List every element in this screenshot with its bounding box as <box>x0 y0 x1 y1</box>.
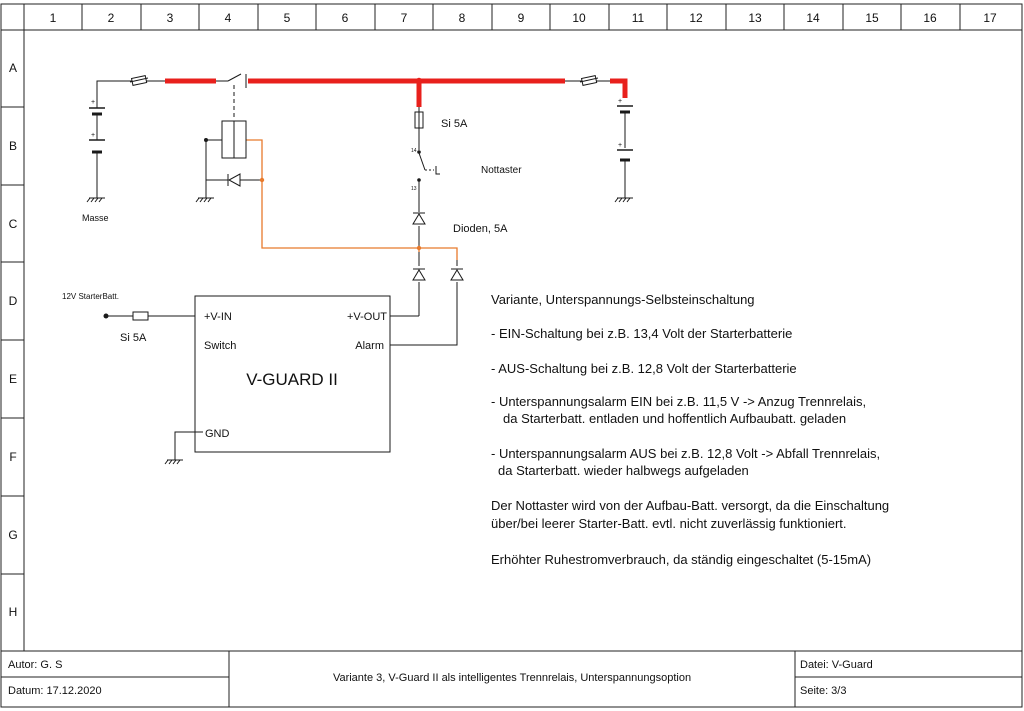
label-dioden: Dioden, 5A <box>453 223 508 235</box>
freewheel-diode-icon <box>227 173 241 187</box>
device-alarm-label: Alarm <box>355 340 384 352</box>
svg-text:+: + <box>91 132 95 139</box>
row-label: G <box>8 528 17 542</box>
note-nottaster-1: Der Nottaster wird von der Aufbau-Batt. … <box>491 498 889 513</box>
note-ein: - EIN-Schaltung bei z.B. 13,4 Volt der S… <box>491 326 792 341</box>
column-label: 16 <box>923 11 937 25</box>
column-label: 14 <box>806 11 820 25</box>
note-alarm-aus-1: - Unterspannungsalarm AUS bei z.B. 12,8 … <box>491 446 880 461</box>
note-ruhestrom: Erhöhter Ruhestromverbrauch, da ständig … <box>491 552 871 567</box>
power-line <box>165 78 628 107</box>
column-label: 12 <box>689 11 703 25</box>
note-title: Variante, Unterspannungs-Selbsteinschalt… <box>491 292 755 307</box>
note-alarm-ein-1: - Unterspannungsalarm EIN bei z.B. 11,5 … <box>491 394 866 409</box>
row-label: B <box>9 139 17 153</box>
column-label: 6 <box>342 11 349 25</box>
junction-dot <box>259 177 265 183</box>
row-label: D <box>9 294 18 308</box>
signal-wiring <box>246 139 458 260</box>
note-alarm-aus-2: da Starterbatt. wieder halbwegs aufgelad… <box>498 463 749 478</box>
wiring <box>96 80 626 460</box>
relay-contact-icon <box>227 73 247 118</box>
drawing-frame <box>0 3 1023 708</box>
row-label: C <box>9 217 18 231</box>
note-alarm-ein-2: da Starterbatt. entladen und hoffentlich… <box>503 411 846 426</box>
diode-icon <box>450 268 464 281</box>
junction-dot <box>204 138 208 142</box>
label-batt12v: 12V StarterBatt. <box>62 292 119 301</box>
label-fuse-left: Si 5A <box>120 332 147 344</box>
column-label: 13 <box>748 11 762 25</box>
column-label: 5 <box>284 11 291 25</box>
column-label: 7 <box>401 11 408 25</box>
svg-text:14: 14 <box>411 148 417 154</box>
svg-text:+: + <box>618 142 622 149</box>
footer-datei: Datei: V-Guard <box>800 659 873 671</box>
note-aus: - AUS-Schaltung bei z.B. 12,8 Volt der S… <box>491 361 797 376</box>
svg-text:+: + <box>91 99 95 106</box>
column-label: 9 <box>518 11 525 25</box>
column-label: 2 <box>108 11 115 25</box>
note-nottaster-2: über/bei leerer Starter-Batt. evtl. nich… <box>491 516 847 531</box>
row-label: A <box>9 61 17 75</box>
column-label: 1 <box>50 11 57 25</box>
battery-icon <box>617 105 633 165</box>
ground-icon <box>86 197 105 203</box>
junction-dot <box>415 77 423 85</box>
junction-dots <box>259 177 422 251</box>
column-label: 10 <box>572 11 586 25</box>
label-fuse-top: Si 5A <box>441 118 468 130</box>
junction-dot <box>416 245 422 251</box>
ground-icon <box>164 459 183 465</box>
column-label: 15 <box>865 11 879 25</box>
label-nottaster: Nottaster <box>481 165 522 176</box>
column-label: 4 <box>225 11 232 25</box>
v-guard-module <box>194 295 391 453</box>
fuse-icon <box>579 75 599 86</box>
fuse-icon <box>132 311 149 321</box>
column-labels: 1 2 3 4 5 6 7 8 9 10 11 12 13 14 15 16 1… <box>50 11 997 25</box>
device-switch-label: Switch <box>204 340 236 352</box>
device-vin-label: +V-IN <box>204 311 232 323</box>
footer-seite: Seite: 3/3 <box>800 685 846 697</box>
footer-datum: Datum: 17.12.2020 <box>8 685 102 697</box>
terminal-dot <box>103 313 109 319</box>
diode-icon <box>412 212 426 225</box>
column-label: 3 <box>167 11 174 25</box>
column-label: 11 <box>632 11 645 25</box>
device-gnd-label: GND <box>205 428 230 440</box>
row-label: H <box>9 605 18 619</box>
device-name: V-GUARD II <box>246 370 338 389</box>
diode-icon <box>412 252 426 281</box>
row-label: F <box>9 450 16 464</box>
svg-text:+: + <box>618 98 622 105</box>
footer-autor: Autor: G. S <box>8 659 62 671</box>
pushbutton-icon: 14 13 <box>411 148 440 192</box>
row-labels: A B C D E F G H <box>8 61 17 619</box>
fuse-icon <box>129 75 149 86</box>
svg-text:13: 13 <box>411 186 417 192</box>
footer-title: Variante 3, V-Guard II als intelligentes… <box>333 672 691 684</box>
column-label: 8 <box>459 11 466 25</box>
device-vout-label: +V-OUT <box>347 311 387 323</box>
battery-icon <box>89 100 105 158</box>
column-label: 17 <box>983 11 997 25</box>
row-label: E <box>9 372 17 386</box>
label-masse: Masse <box>82 213 109 223</box>
ground-icon <box>614 197 633 203</box>
ground-icon <box>195 197 214 203</box>
